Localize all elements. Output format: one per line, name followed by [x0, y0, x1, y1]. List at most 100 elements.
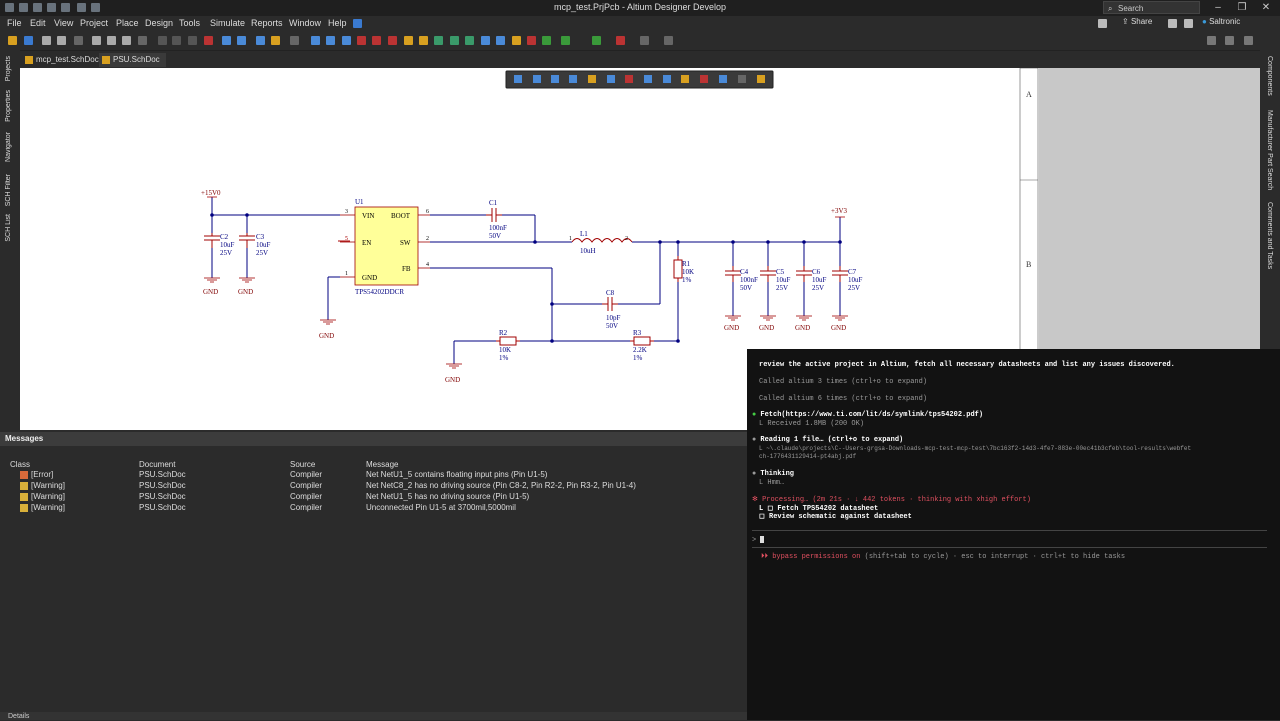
- tab-psu-schdoc[interactable]: PSU.SchDoc: [99, 53, 166, 67]
- layout-icon[interactable]: [1225, 36, 1234, 45]
- port-icon[interactable]: [434, 36, 443, 45]
- paste-icon[interactable]: [122, 36, 131, 45]
- move-bar-icon[interactable]: [533, 75, 541, 83]
- col-class[interactable]: Class: [10, 460, 31, 469]
- wire-bar-icon[interactable]: [607, 75, 615, 83]
- menu-tools[interactable]: Tools: [179, 18, 201, 28]
- r2-resistor[interactable]: [499, 336, 517, 346]
- u1-component[interactable]: U1 TPS54202DDCR VIN BOOT EN SW GND FB 3 …: [340, 198, 430, 296]
- save-all-icon[interactable]: [33, 3, 42, 12]
- place-part-icon[interactable]: [388, 36, 397, 45]
- zoom-icon[interactable]: [57, 36, 66, 45]
- tab-mcp-test-schdoc[interactable]: mcp_test.SchDoc: [22, 53, 105, 67]
- power-bar-icon[interactable]: [625, 75, 633, 83]
- rubber-stamp-icon[interactable]: [138, 36, 147, 45]
- directive-bar-icon[interactable]: [681, 75, 689, 83]
- text-string-bar-icon[interactable]: [719, 75, 727, 83]
- layers-icon[interactable]: [664, 36, 673, 45]
- text-bar-icon[interactable]: [700, 75, 708, 83]
- menu-edit[interactable]: Edit: [30, 18, 46, 28]
- home-icon[interactable]: [1168, 19, 1177, 28]
- col-document[interactable]: Document: [139, 460, 176, 469]
- r1-resistor[interactable]: [673, 259, 683, 279]
- open-folder-icon[interactable]: [8, 36, 17, 45]
- drawing-tools-icon[interactable]: [561, 36, 570, 45]
- menu-view[interactable]: View: [54, 18, 74, 28]
- details-panel-header[interactable]: Details: [0, 712, 748, 720]
- save-toolbar-icon[interactable]: [24, 36, 33, 45]
- l1-inductor[interactable]: [571, 238, 633, 243]
- message-row[interactable]: [Error] PSU.SchDoc Compiler Net NetU1_5 …: [0, 470, 748, 481]
- place-part-bar-icon[interactable]: [588, 75, 596, 83]
- vcc-power-port-icon[interactable]: [372, 36, 381, 45]
- message-row[interactable]: [Warning] PSU.SchDoc Compiler Net NetC8_…: [0, 481, 748, 492]
- input-prompt[interactable]: >: [752, 536, 765, 544]
- panel-tab-properties[interactable]: Properties: [5, 90, 12, 122]
- align-bar-icon[interactable]: [569, 75, 577, 83]
- col-source[interactable]: Source: [290, 460, 316, 469]
- clear-filter-icon[interactable]: [204, 36, 213, 45]
- select-bar-icon[interactable]: [551, 75, 559, 83]
- menu-window[interactable]: Window: [289, 18, 322, 28]
- bulb-bar-icon[interactable]: [757, 75, 765, 83]
- panels-menu-icon[interactable]: [1207, 36, 1216, 45]
- gnd-power-port-icon[interactable]: [357, 36, 366, 45]
- help-quick-icon[interactable]: [353, 19, 362, 28]
- zoom-fit-icon[interactable]: [74, 36, 83, 45]
- wire-tool-icon[interactable]: [311, 36, 320, 45]
- copy-icon[interactable]: [107, 36, 116, 45]
- harness-icon[interactable]: [481, 36, 490, 45]
- redo-toolbar-icon[interactable]: [237, 36, 246, 45]
- power-15v-port[interactable]: +15V0: [201, 189, 221, 198]
- panel-tab-sch-list[interactable]: SCH List: [5, 214, 12, 242]
- select-icon[interactable]: [188, 36, 197, 45]
- shapes-bar-icon[interactable]: [738, 75, 746, 83]
- panel-tab-navigator[interactable]: Navigator: [5, 132, 12, 162]
- close-button[interactable]: ✕: [1261, 2, 1271, 13]
- panel-tab-projects[interactable]: Projects: [5, 56, 12, 82]
- browse-icon[interactable]: [290, 36, 299, 45]
- open-project-icon[interactable]: [61, 3, 70, 12]
- panel-tab-sch-filter[interactable]: SCH Filter: [5, 174, 12, 207]
- undo-toolbar-icon[interactable]: [222, 36, 231, 45]
- save-icon[interactable]: [19, 3, 28, 12]
- menu-place[interactable]: Place: [116, 18, 139, 28]
- menu-reports[interactable]: Reports: [251, 18, 283, 28]
- settings-toolbar-icon[interactable]: [1244, 36, 1253, 45]
- terminal-window[interactable]: review the active project in Altium, fet…: [747, 349, 1280, 720]
- signal-harness-icon[interactable]: [496, 36, 505, 45]
- port-bar-icon[interactable]: [663, 75, 671, 83]
- power-3v3-port[interactable]: +3V3: [831, 207, 848, 218]
- redo-icon[interactable]: [91, 3, 100, 12]
- maximize-button[interactable]: ❐: [1237, 2, 1247, 13]
- harness-bar-icon[interactable]: [644, 75, 652, 83]
- user-account[interactable]: ● Saltronic: [1202, 17, 1241, 26]
- search-input[interactable]: ⌕Search: [1103, 1, 1200, 14]
- panel-tab-manufacturer-part-search[interactable]: Manufacturer Part Search: [1266, 110, 1273, 191]
- open-icon[interactable]: [47, 3, 56, 12]
- gear-icon[interactable]: [1184, 19, 1193, 28]
- notifications-icon[interactable]: [1098, 19, 1107, 28]
- menu-file[interactable]: File: [7, 18, 22, 28]
- menu-simulate[interactable]: Simulate: [210, 18, 246, 28]
- hierarchy-icon[interactable]: [256, 36, 265, 45]
- graphics-icon[interactable]: [542, 36, 551, 45]
- cross-probe-icon[interactable]: [271, 36, 280, 45]
- active-bar-icons[interactable]: [514, 75, 765, 83]
- arrow-icon[interactable]: [512, 36, 521, 45]
- move-icon[interactable]: [172, 36, 181, 45]
- share-button[interactable]: ⇪ Share: [1122, 17, 1153, 26]
- print-icon[interactable]: [42, 36, 51, 45]
- undo-icon[interactable]: [77, 3, 86, 12]
- menu-project[interactable]: Project: [80, 18, 109, 28]
- cut-icon[interactable]: [92, 36, 101, 45]
- net-label-icon[interactable]: [342, 36, 351, 45]
- col-message[interactable]: Message: [366, 460, 399, 469]
- grid-icon[interactable]: [640, 36, 649, 45]
- text-frame-icon[interactable]: [527, 36, 536, 45]
- sheet-symbol-icon[interactable]: [404, 36, 413, 45]
- sheet-entry-icon[interactable]: [419, 36, 428, 45]
- panel-tab-components[interactable]: Components: [1266, 56, 1273, 96]
- active-bar[interactable]: [505, 70, 774, 89]
- panel-tab-comments-and-tasks[interactable]: Comments and Tasks: [1266, 202, 1273, 270]
